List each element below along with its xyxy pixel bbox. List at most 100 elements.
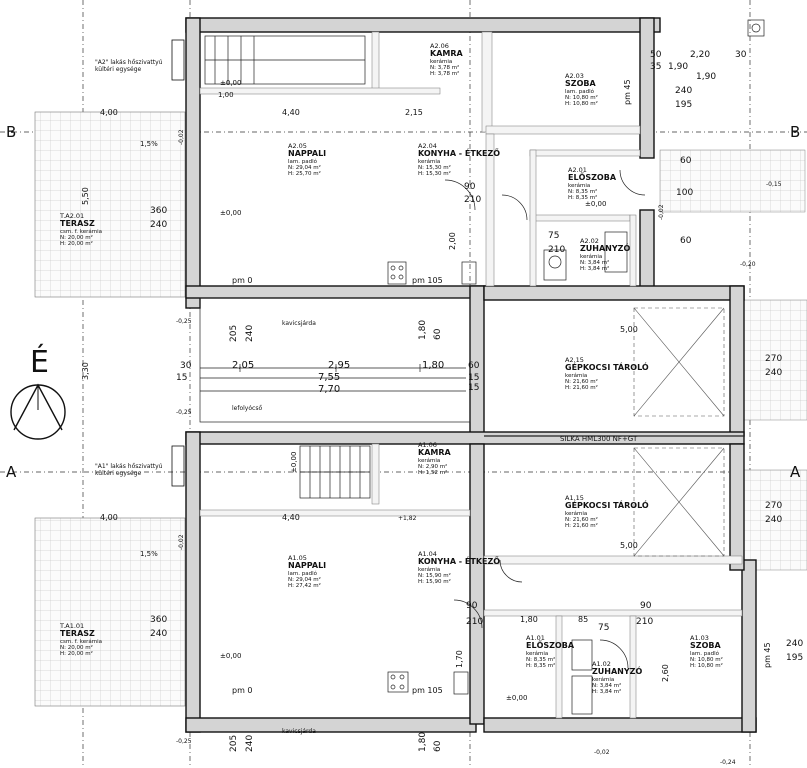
room-a2-konyha-area-n: N: 15,30 m² bbox=[418, 164, 451, 171]
dim-550-a2: 5,50 bbox=[81, 187, 90, 205]
level-m015: -0,15 bbox=[766, 181, 782, 188]
room-a2-konyha-finish: kerámia bbox=[418, 158, 440, 165]
dim-500-a1: 5,00 bbox=[620, 541, 638, 550]
room-a2-nappali-id: A2.05 bbox=[288, 142, 307, 150]
room-a2-garazs-finish: kerámia bbox=[565, 372, 587, 379]
wall-material-note: SILKA HML300 NF+GT bbox=[560, 435, 638, 443]
room-a1-szoba-name: SZOBA bbox=[690, 641, 721, 650]
room-a2-nappali-area-n: N: 29,04 m² bbox=[288, 164, 321, 171]
pm45-a1: pm 45 bbox=[763, 642, 772, 668]
room-a2-szoba-id: A2.03 bbox=[565, 72, 584, 80]
dim-295: 2,95 bbox=[328, 360, 350, 371]
dim-360-a1: 360 bbox=[150, 615, 167, 625]
dim-205-b: 205 bbox=[229, 735, 239, 752]
room-a1-nappali-id: A1.05 bbox=[288, 554, 307, 562]
room-a2-konyha-id: A2.04 bbox=[418, 142, 437, 150]
room-a2-eloszoba-name: ELŐSZOBA bbox=[568, 172, 617, 182]
dim-500-a2: 5,00 bbox=[620, 325, 638, 334]
dim-360-a2: 360 bbox=[150, 206, 167, 216]
dim-15-mid: 15 bbox=[468, 373, 479, 383]
level-m002-a: -0,02 bbox=[178, 129, 185, 145]
dim-440-a1: 4,40 bbox=[282, 513, 300, 522]
room-a1-garazs-area-n: N: 21,60 m² bbox=[565, 516, 598, 523]
dim-15-mid2: 15 bbox=[468, 383, 479, 393]
room-a2-garazs-id: A2.15 bbox=[565, 356, 584, 364]
dim-60-r1: 60 bbox=[680, 156, 692, 166]
dim-85: 85 bbox=[578, 615, 588, 624]
slope-a2: 1,5% bbox=[140, 140, 158, 148]
room-a1-nappali-area-h: H: 27,42 m² bbox=[288, 582, 321, 589]
walls-a1 bbox=[185, 431, 757, 733]
dim-100-a2: 1,00 bbox=[218, 91, 234, 99]
level-m002-b: -0,02 bbox=[178, 534, 185, 550]
dim-210-a2a: 210 bbox=[464, 195, 481, 205]
room-a2-zuhanyzo-id: A2.02 bbox=[580, 237, 599, 245]
room-a1-terasz-name: TERASZ bbox=[60, 629, 95, 638]
section-a-right: A bbox=[790, 463, 801, 481]
dim-400-a1: 4,00 bbox=[100, 513, 118, 522]
room-a1-kamra-finish: kerámia bbox=[418, 457, 440, 464]
room-a2-eloszoba-area-n: N: 8,35 m² bbox=[568, 188, 597, 195]
dim-260: 2,60 bbox=[661, 664, 670, 682]
level-a2-stair: ±0,00 bbox=[220, 79, 241, 87]
walls-a2 bbox=[185, 17, 745, 437]
room-a2-konyha-area-h: H: 15,30 m² bbox=[418, 170, 451, 177]
level-a2-living: ±0,00 bbox=[220, 209, 241, 217]
room-a2-zuhanyzo-area-h: H: 3,84 m² bbox=[580, 265, 609, 272]
pm105-a1: pm 105 bbox=[412, 686, 443, 695]
room-a1-szoba-id: A1.03 bbox=[690, 634, 709, 642]
dim-195-r1: 195 bbox=[675, 100, 692, 110]
room-a2-zuhanyzo-finish: kerámia bbox=[580, 253, 602, 260]
room-a1-eloszoba-id: A1.01 bbox=[526, 634, 545, 642]
dim-240-r2: 240 bbox=[786, 639, 803, 649]
room-a2-konyha-name: KONYHA - ÉTKEZŐ bbox=[418, 147, 500, 158]
terrace-a1 bbox=[34, 517, 186, 707]
terrace-a2 bbox=[34, 111, 186, 298]
dim-40-r1: 60 bbox=[680, 236, 692, 246]
room-a1-terasz-id: T.A1.01 bbox=[59, 622, 84, 630]
heat-pump-note-a2-text-line2: kültéri egysége bbox=[95, 66, 142, 73]
garage-a1-outline bbox=[633, 447, 725, 557]
dim-240-b: 240 bbox=[245, 735, 255, 752]
room-a2-nappali-name: NAPPALI bbox=[288, 149, 326, 158]
room-a2-kamra-area-n: N: 3,78 m² bbox=[430, 64, 459, 71]
dim-90-a1a: 90 bbox=[466, 601, 478, 611]
room-a1-garazs-name: GÉPKOCSI TÁROLÓ bbox=[565, 499, 649, 510]
dim-200: 2,00 bbox=[448, 232, 457, 250]
room-a2-eloszoba-area-h: H: 8,35 m² bbox=[568, 194, 597, 201]
room-a1-zuhanyzo-area-n: N: 3,84 m² bbox=[592, 682, 621, 689]
dim-400-a2: 4,00 bbox=[100, 108, 118, 117]
dim-240-a2t: 240 bbox=[150, 220, 167, 230]
level-m002-c: -0,02 bbox=[658, 204, 665, 220]
heat-pump-note-a1-text: "A1" lakás hőszivattyú bbox=[95, 463, 163, 470]
room-a2-nappali-finish: lam. padló bbox=[288, 158, 318, 165]
dim-240-a: 240 bbox=[245, 325, 255, 342]
dim-75-a1: 75 bbox=[598, 623, 609, 633]
pm105-a2: pm 105 bbox=[412, 276, 443, 285]
dim-440-a2: 4,40 bbox=[282, 108, 300, 117]
level-a1-hall: ±0,00 bbox=[506, 694, 527, 702]
room-a1-szoba-area-n: N: 10,80 m² bbox=[690, 656, 723, 663]
level-m025-b: -0,25 bbox=[176, 409, 192, 416]
room-a1-konyha-area-h: H: 15,90 m² bbox=[418, 578, 451, 585]
room-a1-kamra-id: A1.06 bbox=[418, 441, 437, 449]
dim-90-a1b: 90 bbox=[640, 601, 652, 611]
room-a1-terasz-finish: csm. f. kerámia bbox=[60, 638, 102, 645]
section-a-left: A bbox=[6, 463, 17, 481]
gravel-path-note-a1: kavicsjárda bbox=[282, 728, 316, 735]
slope-a1: 1,5% bbox=[140, 550, 158, 558]
room-a1-garazs-area-h: H: 21,60 m² bbox=[565, 522, 598, 529]
dim-240-a1t: 240 bbox=[150, 629, 167, 639]
dim-755: 7,55 bbox=[318, 372, 340, 383]
